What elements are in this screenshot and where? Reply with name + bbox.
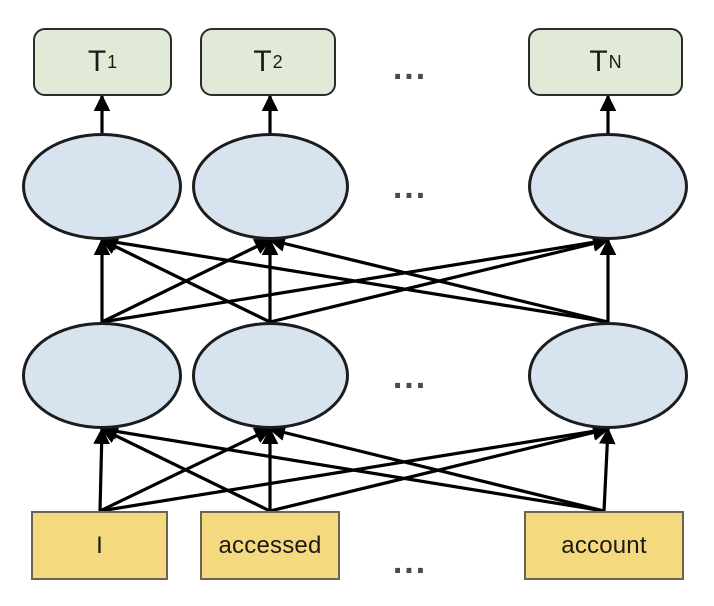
output-node-t2-subscript: 2 <box>272 51 283 72</box>
lower-cell-n <box>528 322 688 429</box>
output-layer-ellipsis: ... <box>392 49 428 87</box>
input-token-1: I <box>31 511 168 580</box>
edge-lower2-to-upper1 <box>100 238 271 324</box>
output-node-tn-subscript: N <box>608 51 622 72</box>
edge-input3-to-lower2 <box>268 424 605 513</box>
output-node-tn-base: T <box>589 45 608 78</box>
output-node-t1-base: T <box>87 45 107 78</box>
output-node-t1-subscript: 1 <box>107 51 118 72</box>
lower-cell-2 <box>192 322 349 429</box>
lower-layer-ellipsis: ... <box>392 358 428 396</box>
upper-cell-2 <box>192 133 349 240</box>
lower-to-upper-connections <box>93 234 617 324</box>
input-layer-ellipsis: ... <box>392 543 428 581</box>
edge-input1-to-lower1 <box>93 427 110 512</box>
upper-cell-n <box>528 133 688 240</box>
output-node-t2-base: T <box>253 45 272 78</box>
edge-lower3-to-upper1 <box>100 234 609 324</box>
edge-input3-to-lower1 <box>100 423 605 513</box>
input-token-2: accessed <box>200 511 340 580</box>
input-token-n: account <box>524 511 684 580</box>
lower-cell-1 <box>22 322 182 429</box>
upper-layer-ellipsis: ... <box>392 168 428 206</box>
upper-cell-1 <box>22 133 182 240</box>
edge-input3-to-lower3 <box>598 427 616 512</box>
input-to-lower-connections <box>93 423 616 513</box>
upper-to-output-connections <box>93 94 617 133</box>
edge-lower3-to-upper2 <box>268 235 609 324</box>
edge-input2-to-lower1 <box>100 427 271 513</box>
